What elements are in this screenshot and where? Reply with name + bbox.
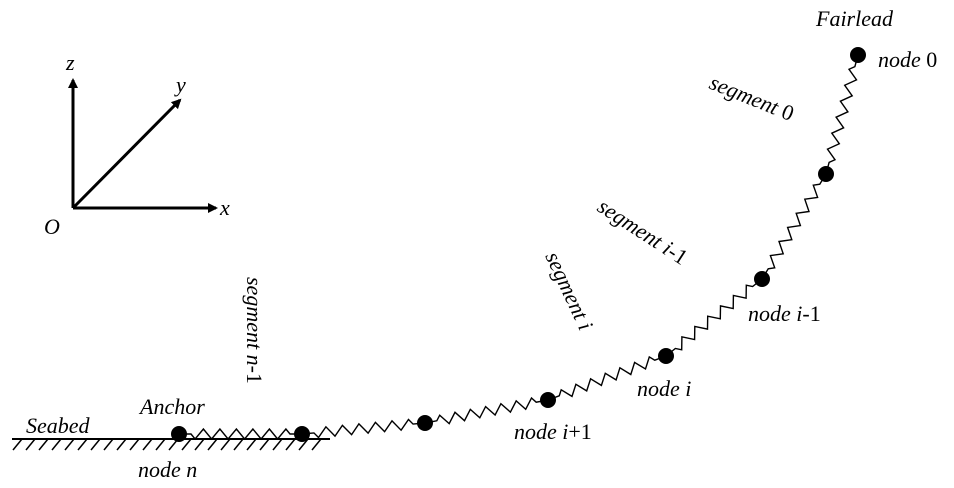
node-0-marker [850,47,866,63]
segment-n-minus-1-label: segment n-1 [242,277,267,384]
seabed-hatch-mark [116,438,127,451]
segment-n-minus-1-spring [179,427,302,441]
segment-i-minus-1-label: segment i-1 [593,193,692,270]
seabed-hatch-mark [38,438,49,451]
node-i-marker [658,348,674,364]
seabed-hatch-mark [64,438,75,451]
y-axis-arrow [71,98,182,210]
node-i-minus-1-marker [754,271,770,287]
seabed-hatch-mark [25,438,36,451]
seabed-hatch-mark [246,438,257,451]
seabed-hatch-mark [142,438,153,451]
seabed-hatch-mark [194,438,205,451]
fairlead-label: Fairlead [815,6,894,31]
segment-0-spring [825,54,859,175]
segment-1-spring [761,173,827,280]
seabed-hatch-mark [129,438,140,451]
mooring-nodes [171,47,866,442]
seabed-hatch-mark [90,438,101,451]
seabed-hatch-mark [298,438,309,451]
node-0-label: node 0 [878,47,937,72]
segment-i-plus-1-spring [424,396,549,425]
seabed: Seabed [12,413,330,451]
seabed-hatch-mark [272,438,283,451]
x-axis-label: x [219,195,230,220]
z-axis-label: z [65,50,75,75]
seabed-hatch-mark [285,438,296,451]
seabed-hatch-mark [155,438,166,451]
seabed-hatching [12,438,322,451]
coordinate-axes: x y z O [44,50,230,239]
seabed-hatch-mark [233,438,244,451]
origin-label: O [44,214,60,239]
anchor-node-marker [171,426,187,442]
segment-i-minus-1-spring [665,278,763,357]
mooring-segments [179,54,859,441]
node-n-label: node n [138,457,197,482]
seabed-hatch-mark [207,438,218,451]
seabed-hatch-mark [103,438,114,451]
anchor-label: Anchor [138,394,205,419]
y-axis-label: y [174,72,186,97]
seabed-label: Seabed [26,413,91,438]
segment-i-label: segment i [540,248,598,334]
segment-0-label: segment 0 [706,69,798,125]
seabed-hatch-mark [311,438,322,451]
seabed-hatch-mark [259,438,270,451]
seabed-hatch-mark [181,438,192,451]
node-i-minus-1-label: node i-1 [748,301,821,326]
node-1-marker [818,166,834,182]
seabed-hatch-mark [220,438,231,451]
node-n-minus-2-marker [417,415,433,431]
node-n-minus-1-marker [294,426,310,442]
segment-n-minus-2-spring [301,418,426,439]
node-i-label: node i [637,376,691,401]
node-i-plus-1-label: node i+1 [514,419,592,444]
seabed-hatch-mark [51,438,62,451]
seabed-hatch-mark [77,438,88,451]
node-i-plus-1-marker [540,392,556,408]
segment-i-spring [547,355,667,401]
seabed-hatch-mark [12,438,23,451]
